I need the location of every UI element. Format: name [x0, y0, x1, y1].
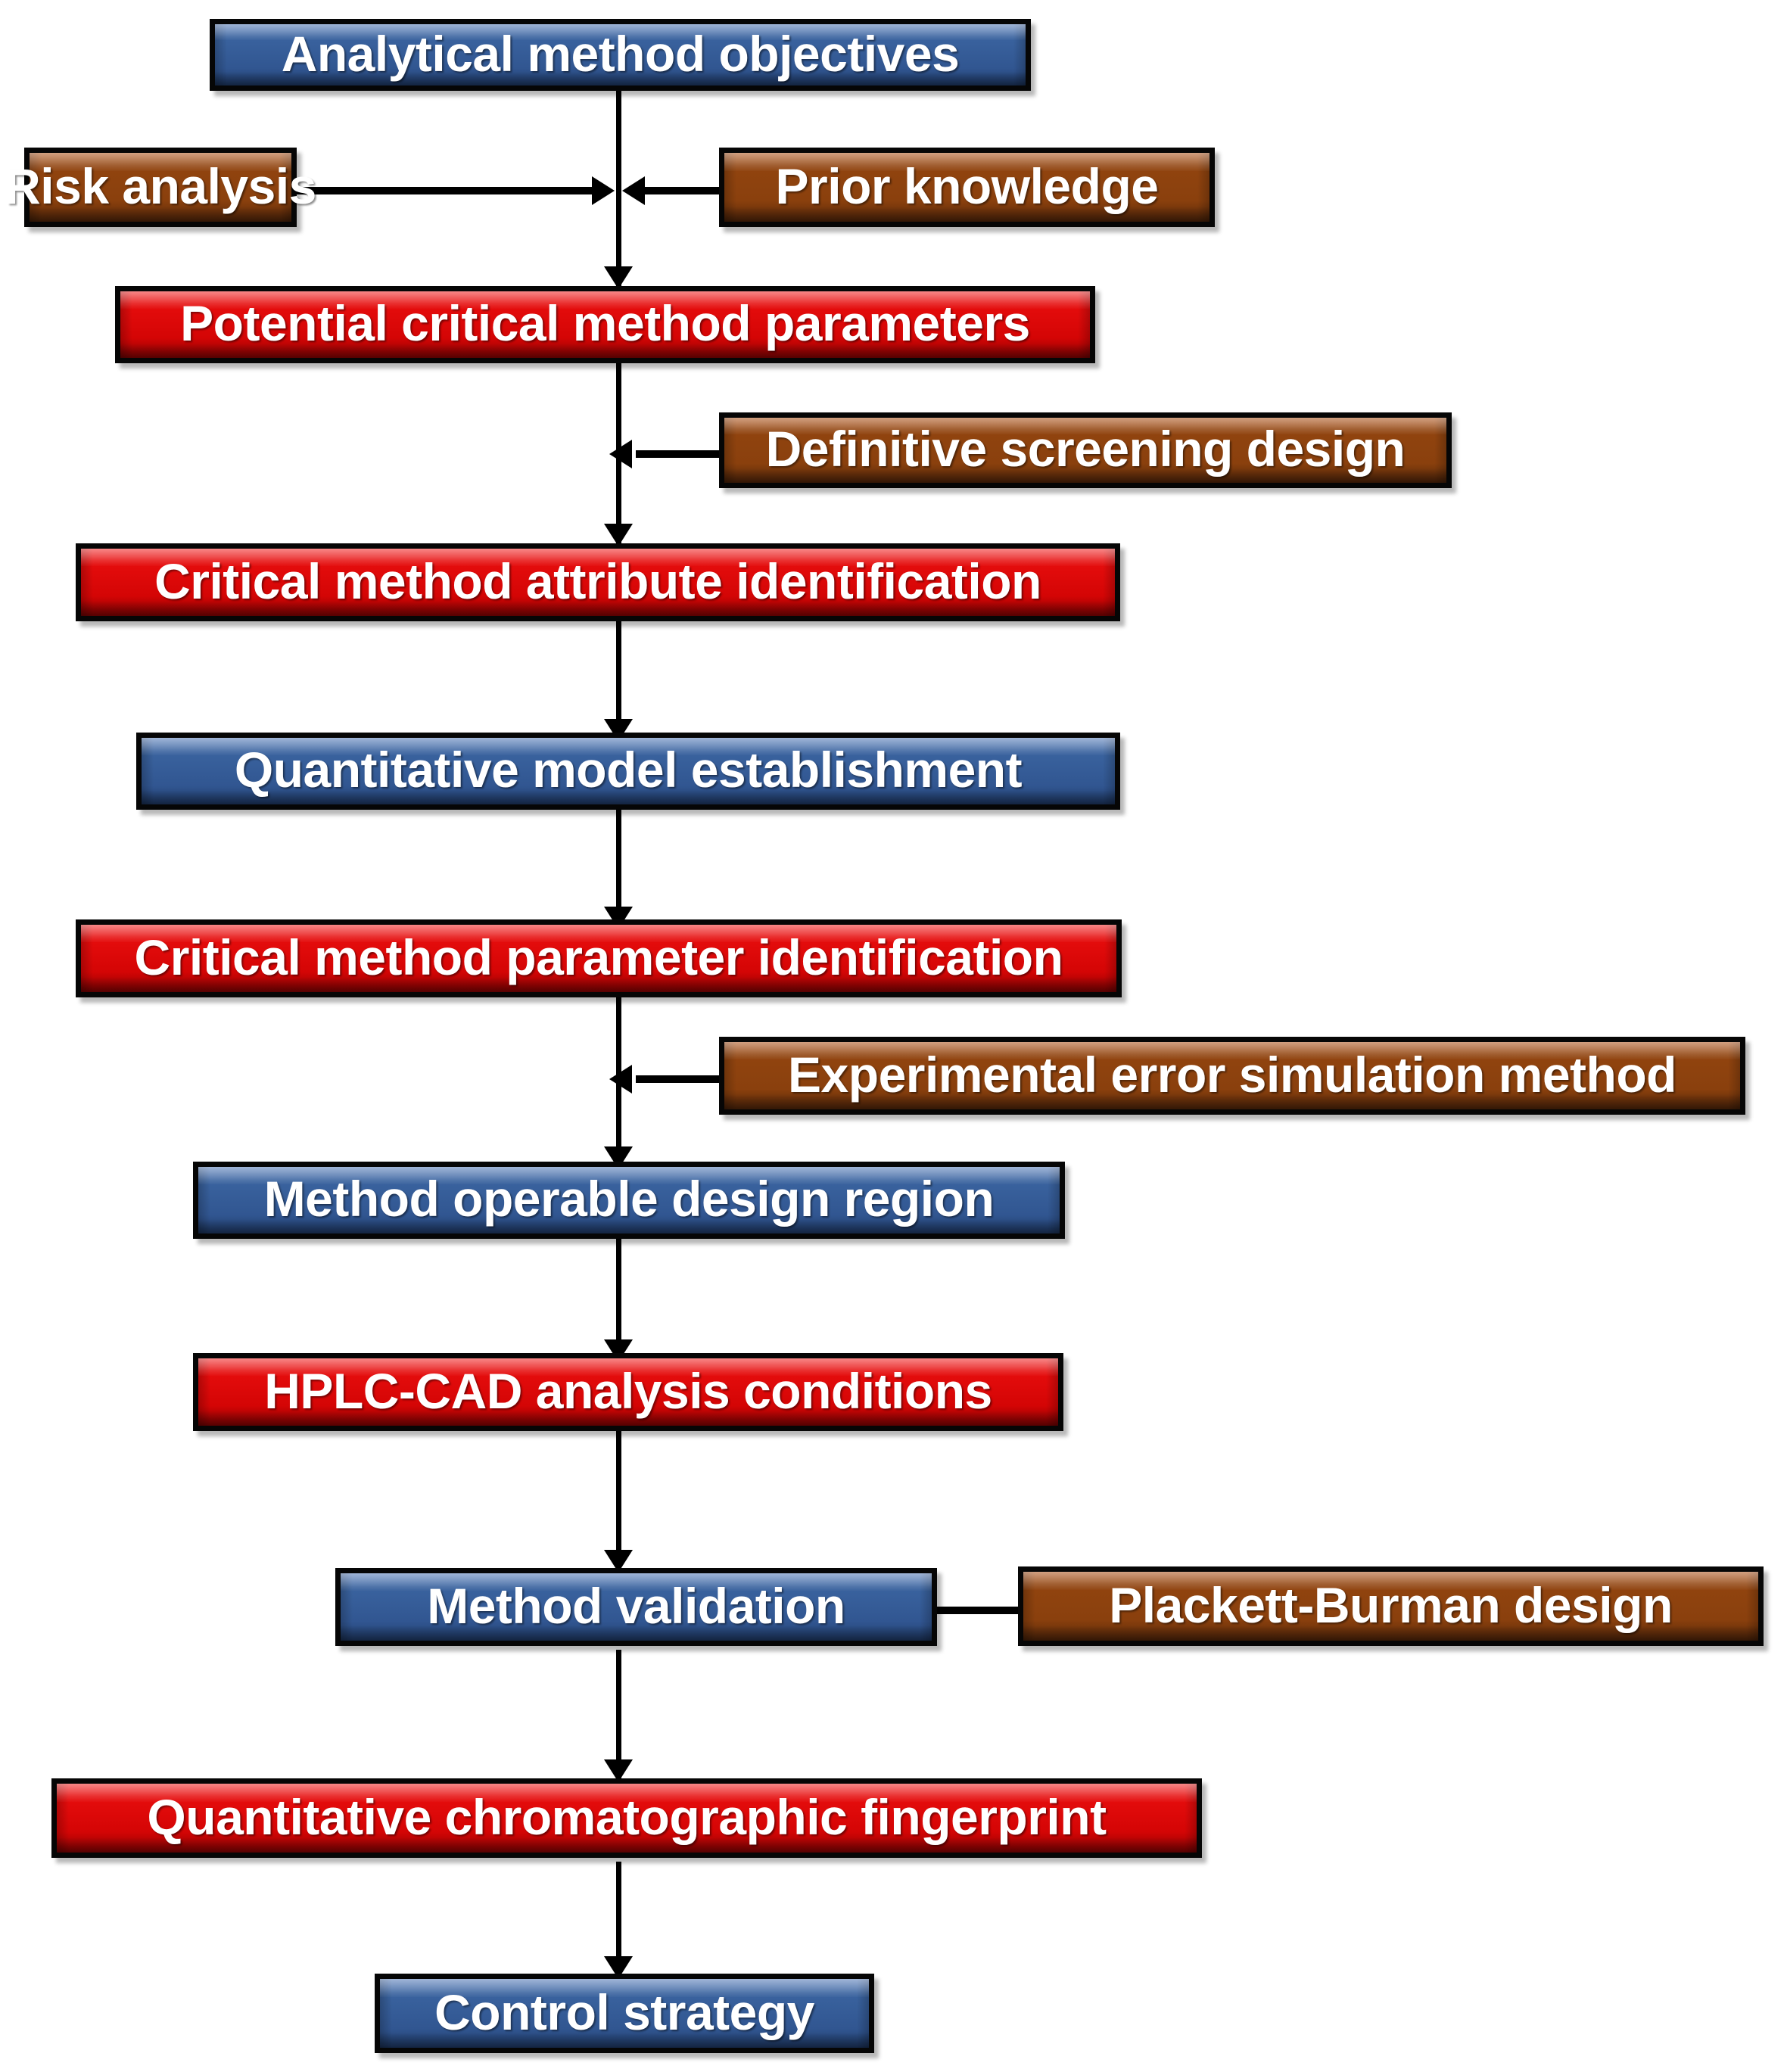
- arrow-right-from-risk-analysis: [592, 176, 615, 205]
- node-definitive-screening-design[interactable]: Definitive screening design: [719, 412, 1452, 488]
- connector-fingerprint-to-control-strategy: [616, 1862, 621, 1983]
- node-control-strategy[interactable]: Control strategy: [375, 1974, 874, 2053]
- node-label: Potential critical method parameters: [180, 295, 1030, 351]
- arrow-left-from-definitive-screening: [609, 440, 632, 468]
- node-label: Quantitative chromatographic fingerprint: [147, 1788, 1107, 1845]
- arrow-down-to-attribute-id: [604, 524, 633, 546]
- connector-plackett-burman-to-method-validation: [931, 1607, 1022, 1614]
- node-quantitative-model-establishment[interactable]: Quantitative model establishment: [136, 733, 1120, 810]
- connector-junction-to-potential-params: [616, 191, 621, 297]
- connector-quant-model-to-param-id: [616, 808, 621, 928]
- node-label: Risk analysis: [5, 157, 316, 214]
- connector-hplc-to-method-validation: [616, 1430, 621, 1570]
- node-label: Method operable design region: [263, 1171, 995, 1227]
- connector-prior-knowledge-to-junction: [640, 187, 723, 194]
- node-label: HPLC-CAD analysis conditions: [264, 1362, 992, 1419]
- node-critical-method-attribute-identification[interactable]: Critical method attribute identification: [76, 543, 1120, 621]
- node-label: Analytical method objectives: [281, 25, 960, 82]
- node-hplc-cad-analysis-conditions[interactable]: HPLC-CAD analysis conditions: [193, 1353, 1063, 1431]
- node-prior-knowledge[interactable]: Prior knowledge: [719, 148, 1215, 227]
- node-risk-analysis[interactable]: Risk analysis: [5, 148, 316, 227]
- node-critical-method-parameter-identification[interactable]: Critical method parameter identification: [76, 919, 1122, 997]
- node-label: Definitive screening design: [765, 421, 1406, 477]
- node-label: Control strategy: [434, 1983, 814, 2040]
- node-label: Experimental error simulation method: [788, 1046, 1676, 1103]
- arrow-down-to-potential-params: [604, 266, 633, 289]
- arrow-left-from-prior-knowledge: [622, 176, 645, 205]
- connector-risk-analysis-to-junction: [295, 187, 598, 194]
- node-label: Method validation: [427, 1577, 845, 1634]
- node-label: Critical method attribute identification: [154, 552, 1041, 609]
- connector-error-simulation-to-spine: [636, 1075, 727, 1083]
- node-plackett-burman-design[interactable]: Plackett-Burman design: [1018, 1566, 1764, 1646]
- connector-modr-to-hplc: [616, 1238, 621, 1363]
- node-label: Plackett-Burman design: [1109, 1576, 1673, 1633]
- connector-attribute-id-to-quant-model: [616, 619, 621, 740]
- arrow-left-from-error-simulation: [609, 1065, 632, 1094]
- node-analytical-method-objectives[interactable]: Analytical method objectives: [210, 19, 1031, 91]
- node-potential-critical-method-parameters[interactable]: Potential critical method parameters: [115, 286, 1095, 363]
- node-label: Prior knowledge: [775, 157, 1159, 214]
- connector-definitive-screening-to-spine: [636, 450, 723, 458]
- node-method-validation[interactable]: Method validation: [335, 1568, 937, 1646]
- connector-objectives-to-junction: [616, 89, 621, 241]
- node-experimental-error-simulation-method[interactable]: Experimental error simulation method: [719, 1037, 1745, 1115]
- node-quantitative-chromatographic-fingerprint[interactable]: Quantitative chromatographic fingerprint: [51, 1778, 1202, 1858]
- connector-method-validation-to-fingerprint: [616, 1650, 621, 1782]
- node-method-operable-design-region[interactable]: Method operable design region: [193, 1162, 1065, 1239]
- node-label: Quantitative model establishment: [234, 742, 1023, 798]
- node-label: Critical method parameter identification: [134, 929, 1063, 985]
